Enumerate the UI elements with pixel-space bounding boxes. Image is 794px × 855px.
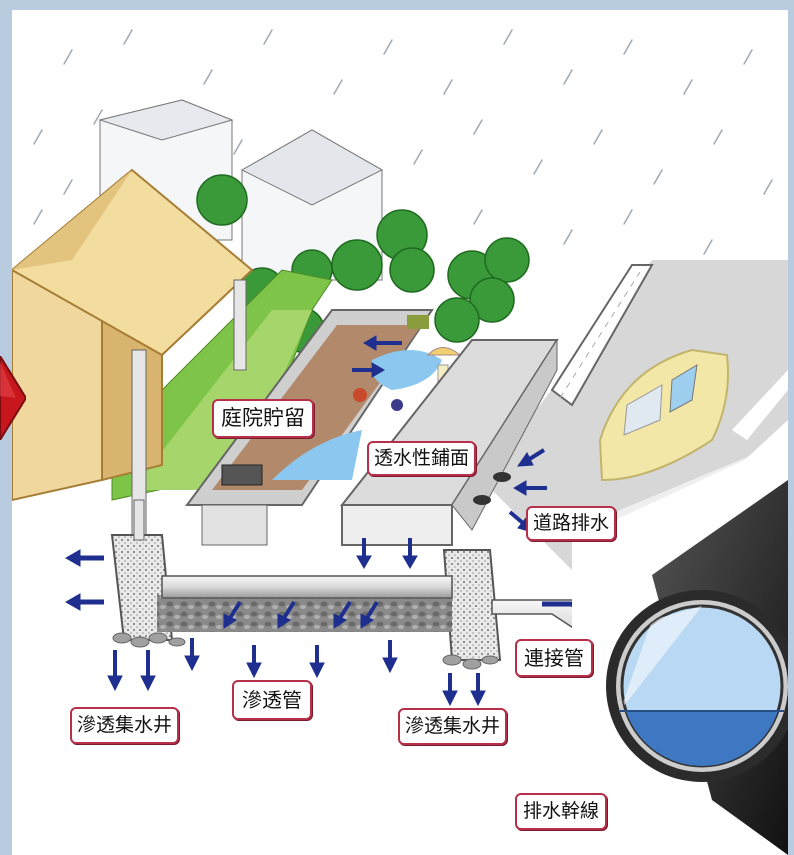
main-drain-pipe [572, 440, 788, 855]
label-main-drain: 排水幹線 [515, 793, 608, 830]
label-road-drainage: 道路排水 [526, 506, 617, 541]
illustration [12, 29, 788, 855]
car [598, 348, 729, 482]
infiltration-pipe [161, 575, 453, 599]
diagram-canvas: 庭院貯留 透水性鋪面 道路排水 連接管 滲透管 滲透集水井 滲透集水井 排水幹線 [12, 10, 788, 855]
label-infiltration-well-right: 滲透集水井 [398, 708, 508, 745]
label-connecting-pipe: 連接管 [515, 639, 593, 677]
label-courtyard-retention: 庭院貯留 [212, 399, 314, 438]
house [12, 168, 254, 541]
label-infiltration-well-left: 滲透集水井 [70, 707, 180, 744]
label-infiltration-pipe: 滲透管 [232, 680, 312, 720]
label-permeable-pavement: 透水性鋪面 [367, 441, 477, 476]
red-pointer-icon [0, 356, 26, 440]
blue-arrow-icon [64, 335, 547, 707]
